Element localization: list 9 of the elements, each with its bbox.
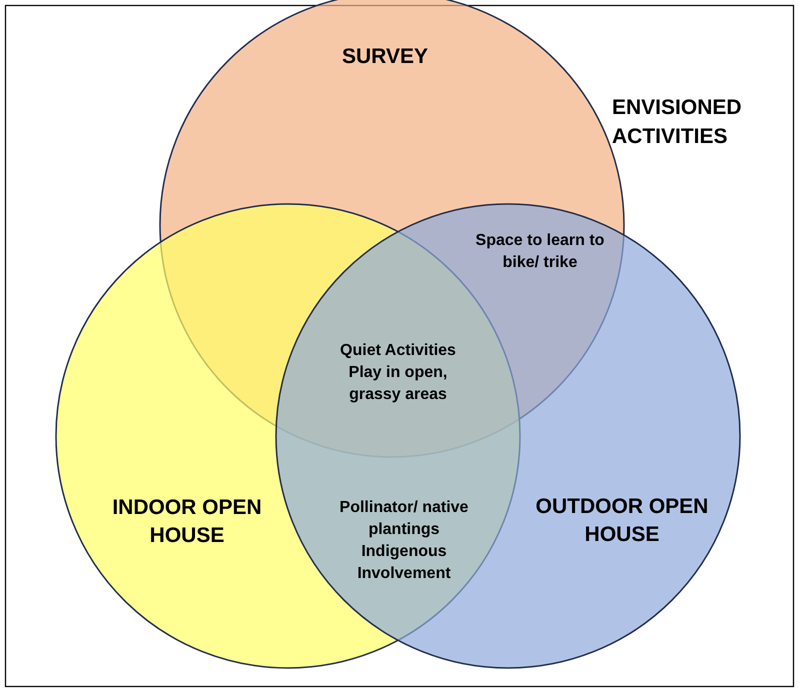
region-text: Quiet Activities (339, 341, 457, 361)
region-text: Indigenous Involvement (356, 542, 452, 584)
region-text: Pollinator/ native plantings (338, 498, 470, 540)
diagram-title: ENVISIONED ACTIVITIES (612, 95, 743, 150)
region-text: Space to learn to bike/ trike (474, 231, 606, 273)
circle-label: SURVEY (341, 44, 429, 70)
region-text: Play in open, grassy areas (348, 363, 448, 405)
circle-label: OUTDOOR OPEN HOUSE (534, 494, 710, 548)
circle-label: INDOOR OPEN HOUSE (111, 495, 263, 549)
